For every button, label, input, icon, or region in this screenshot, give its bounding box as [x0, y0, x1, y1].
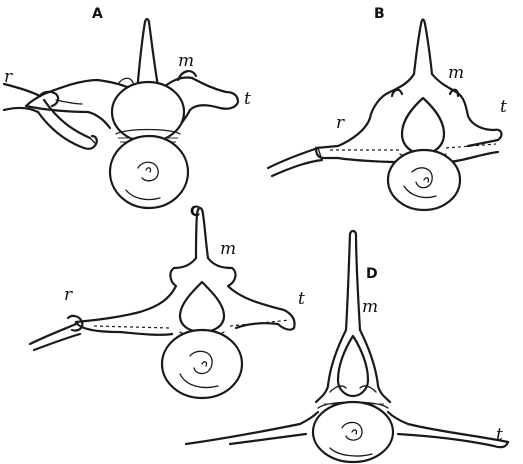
panel-c: C r m t	[30, 204, 305, 398]
panel-d-label: D	[366, 266, 378, 282]
panel-c-rib-label: r	[64, 285, 73, 305]
panel-a-label: A	[92, 6, 103, 22]
panel-a: A r m t	[4, 6, 251, 208]
panel-c-transverse-label: t	[298, 289, 305, 309]
panel-b-label: B	[374, 6, 385, 22]
panel-a-transverse-label: t	[244, 89, 251, 109]
panel-c-label: C	[190, 204, 200, 220]
panel-a-rib-label: r	[4, 67, 13, 87]
panel-b-metapophysis-label: m	[448, 63, 464, 83]
panel-c-metapophysis-label: m	[220, 239, 236, 259]
panel-b-transverse-label: t	[500, 97, 507, 117]
panel-d-transverse-label: t	[496, 425, 503, 445]
panel-b-rib-label: r	[336, 113, 345, 133]
panel-a-metapophysis-label: m	[178, 51, 194, 71]
panel-b: B r m t	[268, 6, 507, 210]
panel-d-metapophysis-label: m	[362, 297, 378, 317]
